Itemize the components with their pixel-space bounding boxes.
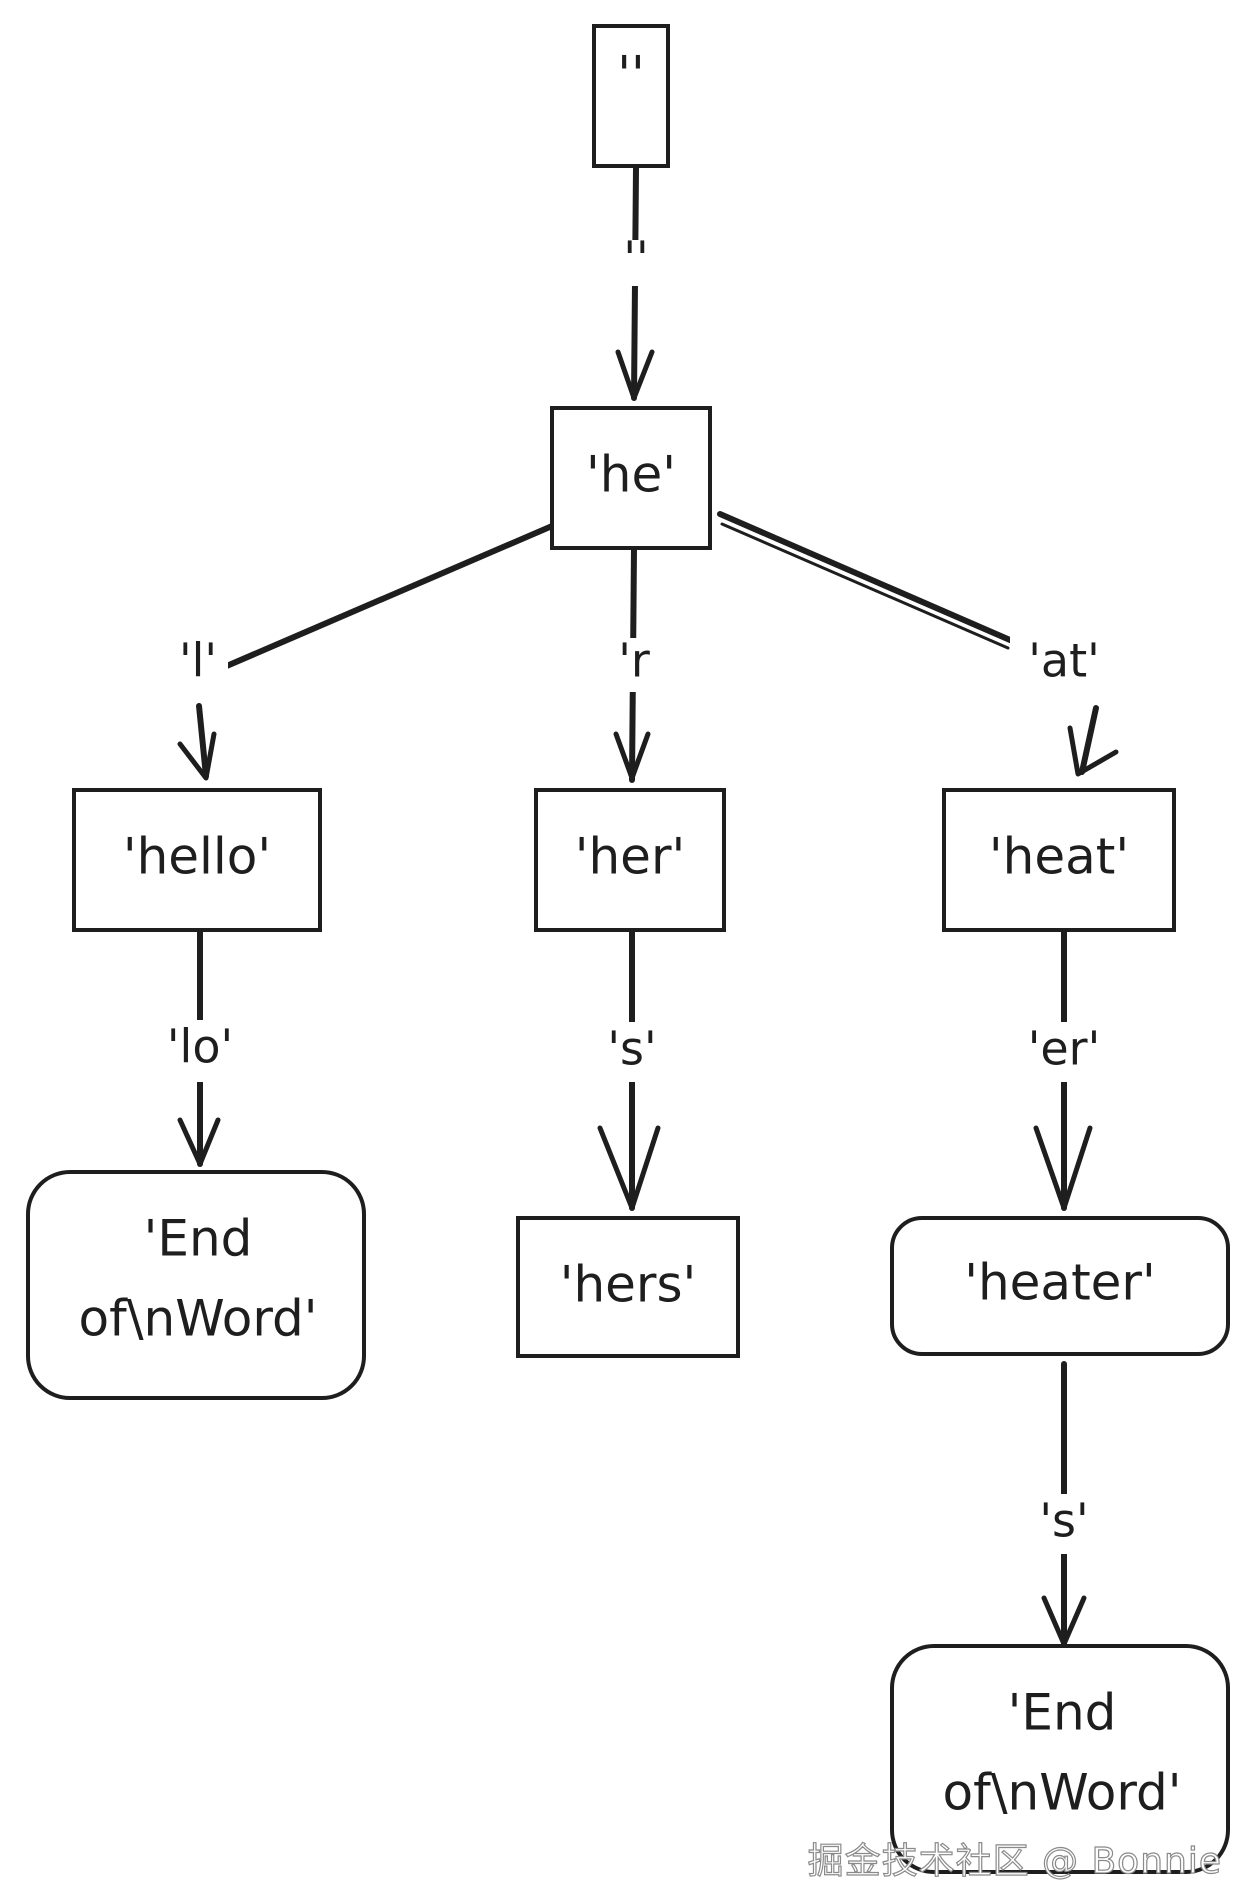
edge-her-to-hers: 's' xyxy=(596,927,670,1211)
node-end-left-line2: of\nWord' xyxy=(79,1290,318,1348)
node-heater: 'heater' xyxy=(890,1216,1230,1356)
node-heat: 'heat' xyxy=(942,788,1176,932)
node-hello-label: 'hello' xyxy=(123,828,271,886)
edge-label-heat-to-heater: 'er' xyxy=(1028,1022,1101,1076)
edge-label-heater-to-end: 's' xyxy=(1039,1494,1088,1548)
edge-label-hello-to-end: 'lo' xyxy=(167,1020,233,1074)
node-end-left-line1: 'End xyxy=(144,1210,253,1268)
edge-label-he-to-heat: 'at' xyxy=(1028,634,1100,688)
edge-heater-to-end: 's' xyxy=(1030,1361,1100,1647)
node-hello: 'hello' xyxy=(72,788,322,932)
edge-heat-to-heater: 'er' xyxy=(1018,927,1110,1211)
node-hers-label: 'hers' xyxy=(560,1256,697,1314)
node-heat-label: 'heat' xyxy=(989,828,1129,886)
watermark: 掘金技术社区 @ Bonnie xyxy=(807,1840,1222,1882)
node-he: 'he' xyxy=(550,406,712,550)
node-heater-label: 'heater' xyxy=(964,1254,1156,1312)
edge-label-he-to-her: 'r xyxy=(618,634,650,688)
edge-label-root-to-he: '' xyxy=(623,232,648,286)
edge-label-her-to-hers: 's' xyxy=(607,1022,656,1076)
edge-he-to-her: 'r xyxy=(604,545,666,783)
node-her-label: 'her' xyxy=(575,828,686,886)
node-root-label: '' xyxy=(617,46,645,104)
edge-he-to-heat: 'at' xyxy=(717,511,1119,777)
node-end-right-line1: 'End xyxy=(1008,1684,1117,1742)
edge-he-to-hello: 'l' xyxy=(168,517,569,781)
node-end-left: 'End of\nWord' xyxy=(26,1170,366,1400)
node-end-right: 'End of\nWord' xyxy=(890,1644,1230,1874)
node-hers: 'hers' xyxy=(516,1216,740,1358)
node-root: '' xyxy=(592,24,670,168)
node-her: 'her' xyxy=(534,788,726,932)
node-he-label: 'he' xyxy=(586,446,676,504)
node-end-right-line2: of\nWord' xyxy=(943,1764,1182,1822)
edge-hello-to-end: 'lo' xyxy=(156,927,246,1167)
edge-label-he-to-hello: 'l' xyxy=(179,634,217,688)
edge-root-to-he: '' xyxy=(610,165,660,401)
